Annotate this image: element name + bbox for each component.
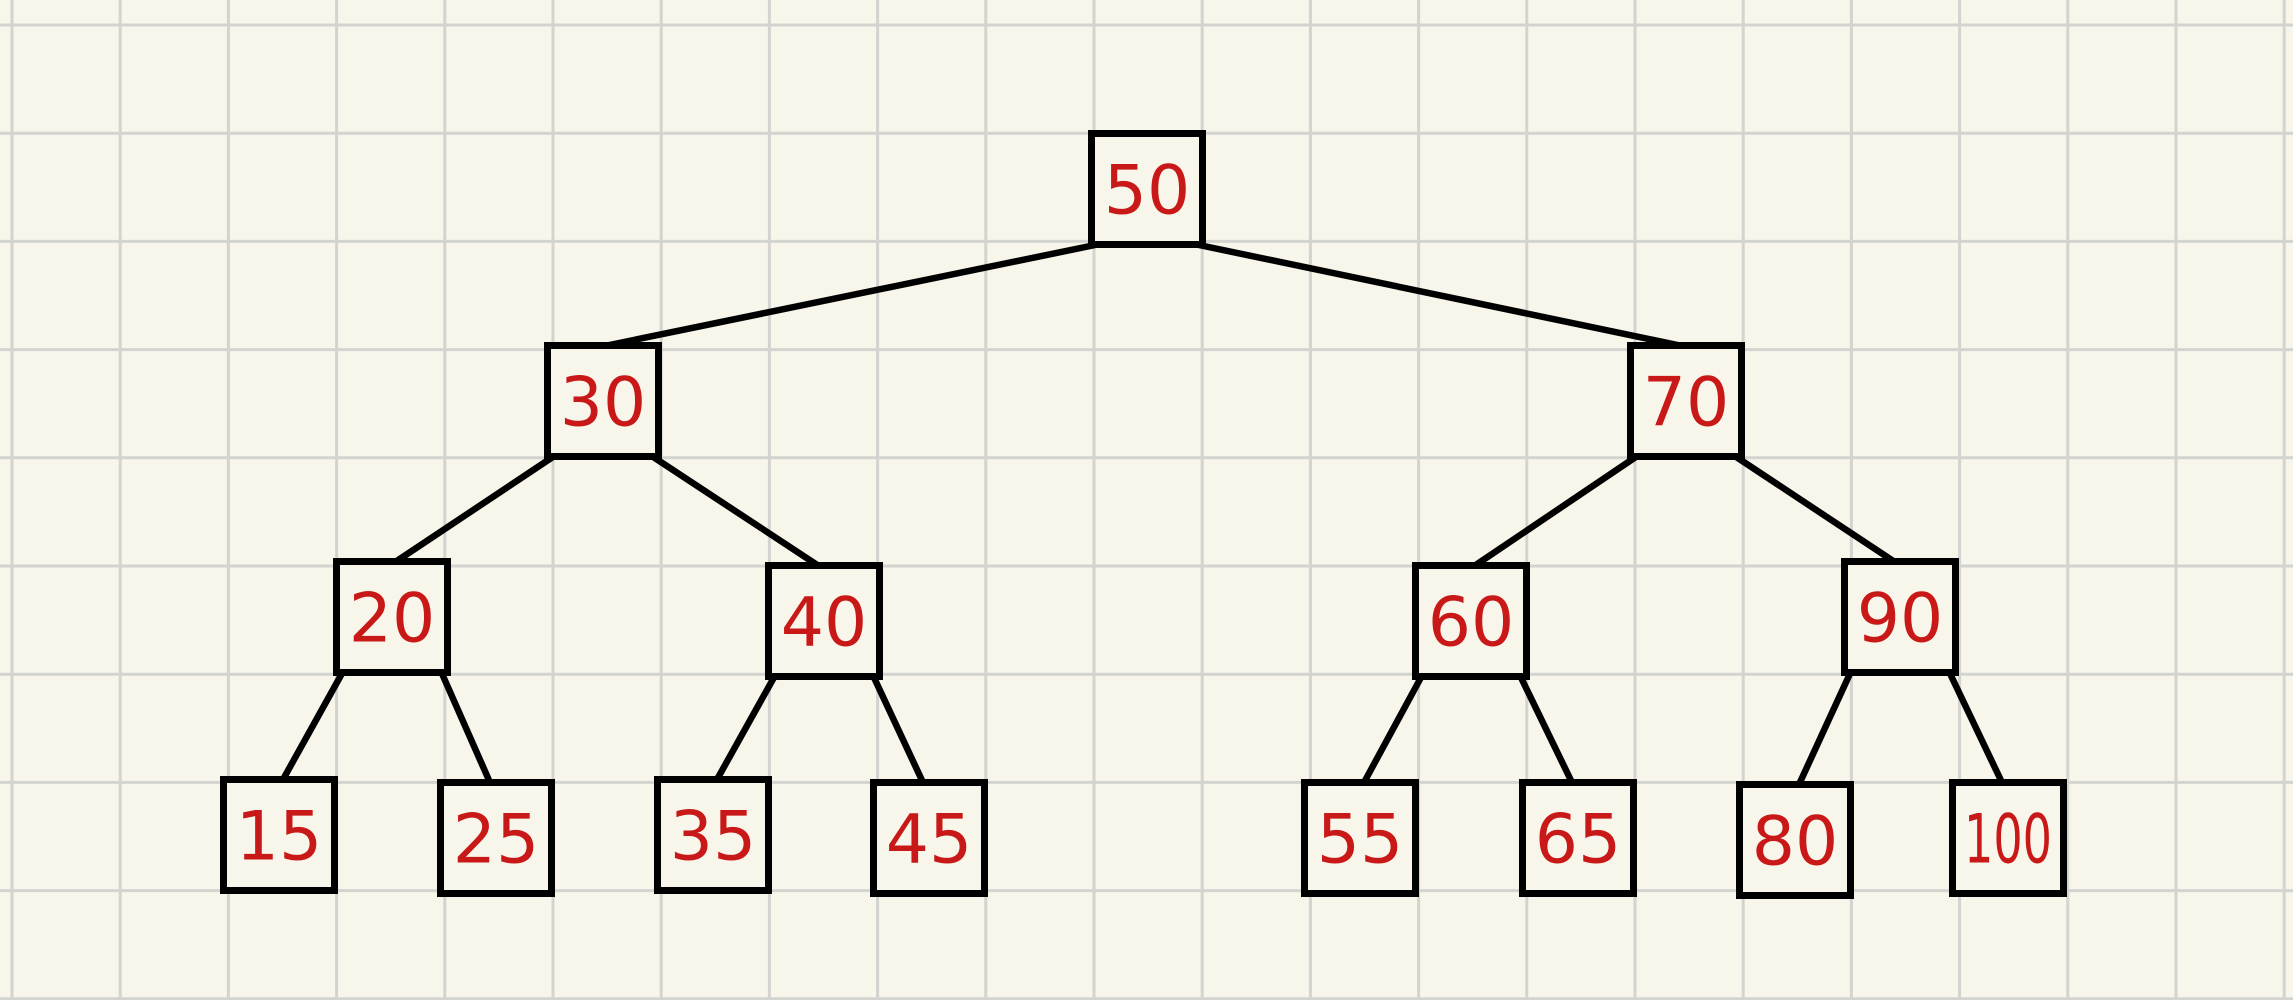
node-label: 50 xyxy=(1104,152,1191,231)
node-box xyxy=(1519,779,1637,897)
node-label: 65 xyxy=(1535,801,1622,880)
node-box xyxy=(1412,562,1530,680)
node-box xyxy=(220,776,338,894)
node-label: 25 xyxy=(453,801,540,880)
node-label: 55 xyxy=(1317,801,1404,880)
edge-n70-n90 xyxy=(1732,453,1898,565)
node-label: 30 xyxy=(560,364,647,443)
node-box xyxy=(1301,779,1419,897)
node-box xyxy=(870,779,988,897)
node-label: 60 xyxy=(1428,584,1515,663)
node-label: 35 xyxy=(670,798,757,877)
tree-node-35: 35 xyxy=(654,776,772,894)
node-box xyxy=(1841,558,1959,676)
tree-node-45: 45 xyxy=(870,779,988,897)
node-box xyxy=(1949,779,2067,897)
edge-n20-n25 xyxy=(438,669,494,786)
node-label: 90 xyxy=(1857,580,1944,659)
tree-node-40: 40 xyxy=(765,562,883,680)
edge-n20-n15 xyxy=(279,669,346,783)
node-box xyxy=(1736,781,1854,899)
edge-n50-n70 xyxy=(1193,241,1684,349)
node-box xyxy=(437,779,555,897)
node-label: 45 xyxy=(886,801,973,880)
tree-nodes: 50 30 70 20 40 60 90 15 25 35 45 55 65 80 100 xyxy=(220,130,2067,899)
node-box xyxy=(333,558,451,676)
node-label: 20 xyxy=(349,580,436,659)
edge-n30-n40 xyxy=(649,453,822,569)
tree-node-30: 30 xyxy=(544,342,662,460)
tree-node-50: 50 xyxy=(1088,130,1206,248)
node-box xyxy=(765,562,883,680)
tree-node-90: 90 xyxy=(1841,558,1959,676)
tree-node-70: 70 xyxy=(1627,342,1745,460)
edge-n90-n80 xyxy=(1795,669,1854,788)
edge-n50-n30 xyxy=(603,241,1101,349)
node-box xyxy=(1088,130,1206,248)
node-box xyxy=(544,342,662,460)
edge-n40-n45 xyxy=(870,673,927,786)
node-label: 80 xyxy=(1752,803,1839,882)
edge-n70-n60 xyxy=(1471,453,1640,569)
edge-n60-n65 xyxy=(1517,673,1576,786)
tree-node-80: 80 xyxy=(1736,781,1854,899)
edge-n60-n55 xyxy=(1360,673,1425,786)
node-label: 70 xyxy=(1643,364,1730,443)
edge-n30-n20 xyxy=(392,453,557,565)
tree-node-15: 15 xyxy=(220,776,338,894)
node-box xyxy=(1627,342,1745,460)
tree-node-20: 20 xyxy=(333,558,451,676)
edge-n90-n100 xyxy=(1946,669,2006,786)
node-box xyxy=(654,776,772,894)
edge-n40-n35 xyxy=(713,673,778,783)
tree-node-25: 25 xyxy=(437,779,555,897)
tree-node-60: 60 xyxy=(1412,562,1530,680)
tree-node-55: 55 xyxy=(1301,779,1419,897)
node-label: 15 xyxy=(236,798,323,877)
tree-node-100: 100 xyxy=(1949,779,2067,897)
tree-edges xyxy=(279,241,2006,788)
node-label: 40 xyxy=(781,584,868,663)
node-label: 100 xyxy=(1964,801,2052,880)
tree-node-65: 65 xyxy=(1519,779,1637,897)
